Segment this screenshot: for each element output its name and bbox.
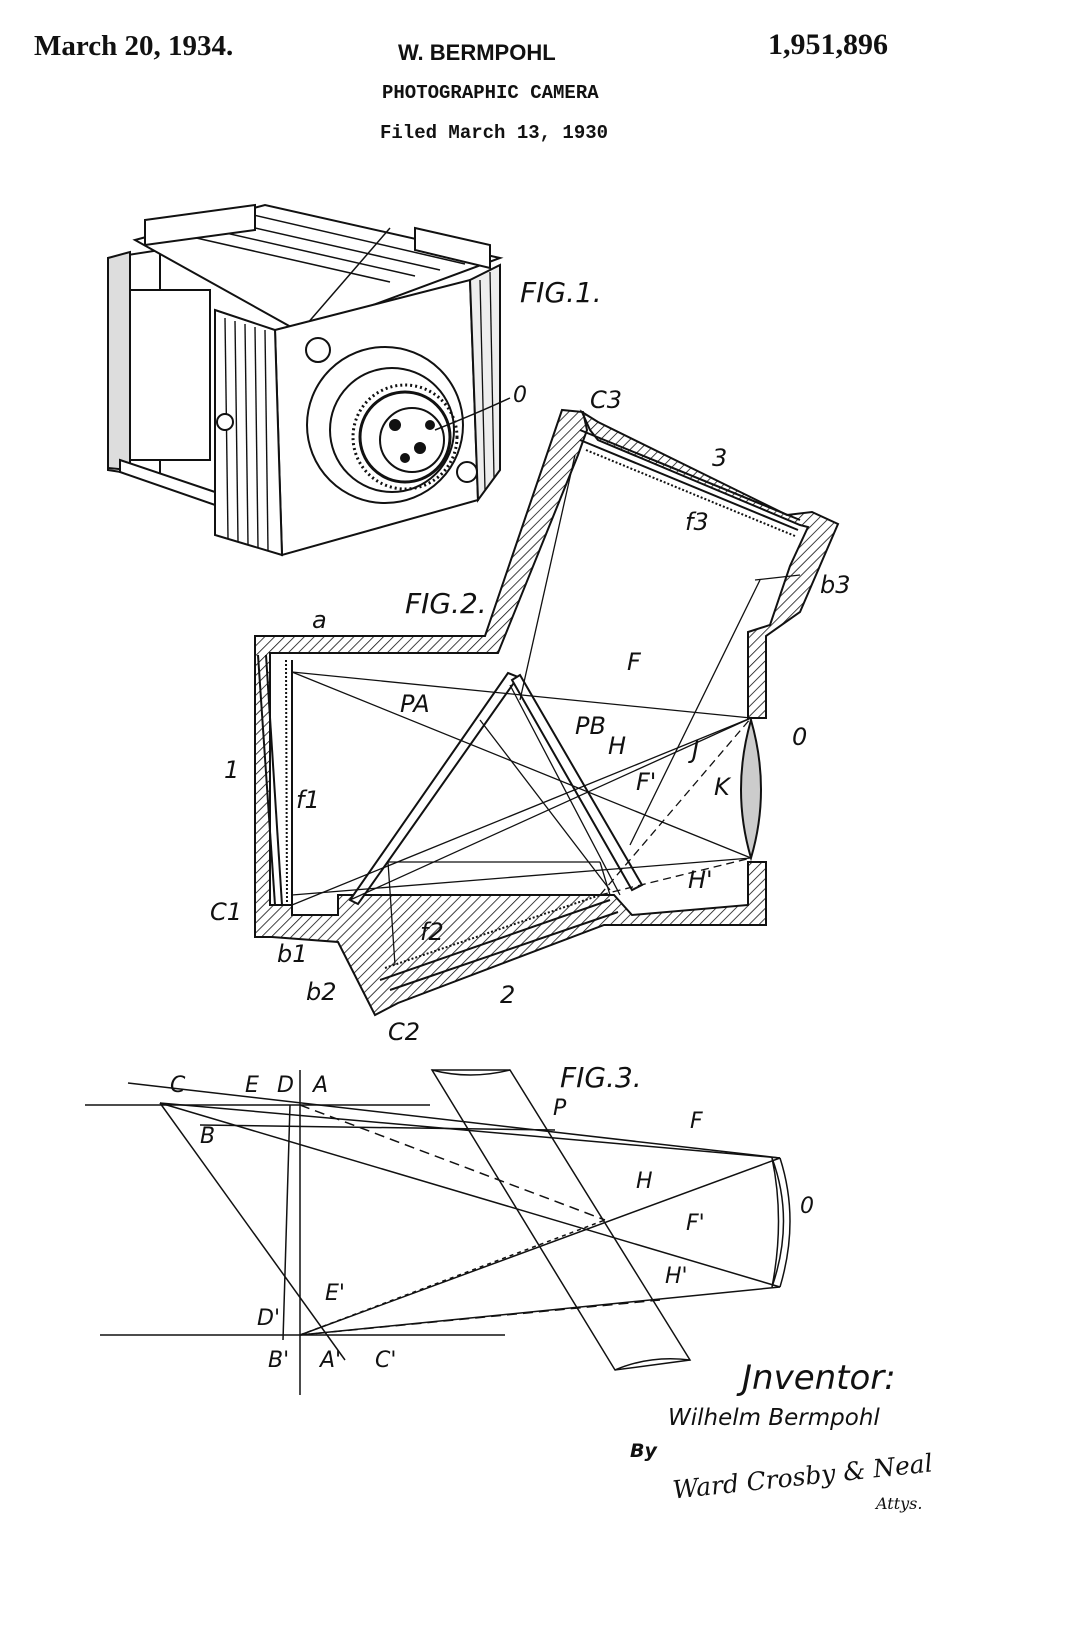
fig2-housing-wall	[254, 408, 767, 1017]
fig2-ref-b1: b1	[277, 940, 308, 968]
fig3-ref-0: 0	[800, 1194, 814, 1219]
filed-date: Filed March 13, 1930	[380, 122, 609, 144]
fig3-ref-a-prime: A'	[318, 1348, 341, 1373]
fig2-ref-pa: PA	[400, 690, 430, 718]
fig3-ref-c: C	[170, 1073, 186, 1098]
fig2-ref-f2: f2	[420, 918, 444, 946]
fig2-ref-c1: C1	[210, 898, 242, 926]
fig2-ref-0: 0	[792, 723, 807, 751]
fig3-ref-b-prime: B'	[268, 1348, 289, 1373]
fig2-ref-j: J	[688, 736, 699, 764]
fig3-optics-drawing	[85, 1069, 791, 1395]
fig3-ref-e: E	[245, 1073, 259, 1098]
fig3-ref-d: D	[277, 1073, 294, 1098]
fig2-ref-h: H	[608, 732, 626, 760]
inventor-name: Wilhelm Bermpohl	[668, 1405, 880, 1431]
fig3-ref-a: A	[311, 1073, 328, 1098]
fig2-ref-k: K	[714, 773, 732, 801]
fig2-ref-3: 3	[712, 444, 727, 472]
fig3-ref-f-prime: F'	[686, 1211, 705, 1236]
fig2-section-drawing	[254, 408, 840, 1017]
fig2-ref-b2: b2	[306, 978, 337, 1006]
fig3-ref-d-prime: D'	[257, 1306, 280, 1331]
fig3-ref-c-prime: C'	[375, 1348, 396, 1373]
fig3-ref-h-prime: H'	[665, 1264, 688, 1289]
fig2-ref-b3: b3	[820, 571, 851, 599]
fig3-ref-h: H	[636, 1169, 653, 1194]
inventor-heading: Jnventor:	[742, 1358, 896, 1398]
fig2-label: FIG.2.	[405, 587, 487, 620]
fig1-label: FIG.1.	[520, 276, 602, 309]
fig2-ref-a: a	[312, 606, 327, 634]
fig3-ref-b: B	[200, 1124, 215, 1149]
fig2-ref-f-prime: F'	[636, 768, 656, 796]
fig2-ref-c3: C3	[590, 386, 622, 414]
fig2-ref-2: 2	[500, 981, 515, 1009]
fig2-ref-f1: f1	[296, 786, 320, 814]
fig2-ref-1: 1	[224, 756, 239, 784]
patent-date: March 20, 1934.	[34, 30, 234, 62]
fig1-camera-drawing	[107, 203, 511, 557]
by-label: By	[630, 1440, 657, 1462]
inventor-header: W. BERMPOHL	[398, 40, 556, 65]
fig3-ref-f: F	[690, 1109, 703, 1134]
fig2-ref-f: F	[627, 648, 642, 676]
fig3-label: FIG.3.	[560, 1061, 642, 1094]
fig3-ref-p: P	[553, 1096, 567, 1121]
fig2-ref-h-prime: H'	[688, 866, 713, 894]
fig2-ref-f3: f3	[685, 508, 709, 536]
fig2-ref-pb: PB	[575, 712, 606, 740]
fig2-housing-wall-right	[579, 409, 840, 719]
fig1-ref-0: 0	[513, 383, 527, 408]
patent-title: PHOTOGRAPHIC CAMERA	[382, 82, 599, 104]
attys-label: Attys.	[876, 1494, 923, 1513]
fig3-ref-e-prime: E'	[325, 1281, 345, 1306]
patent-number: 1,951,896	[768, 28, 888, 61]
fig2-ref-c2: C2	[388, 1018, 420, 1046]
